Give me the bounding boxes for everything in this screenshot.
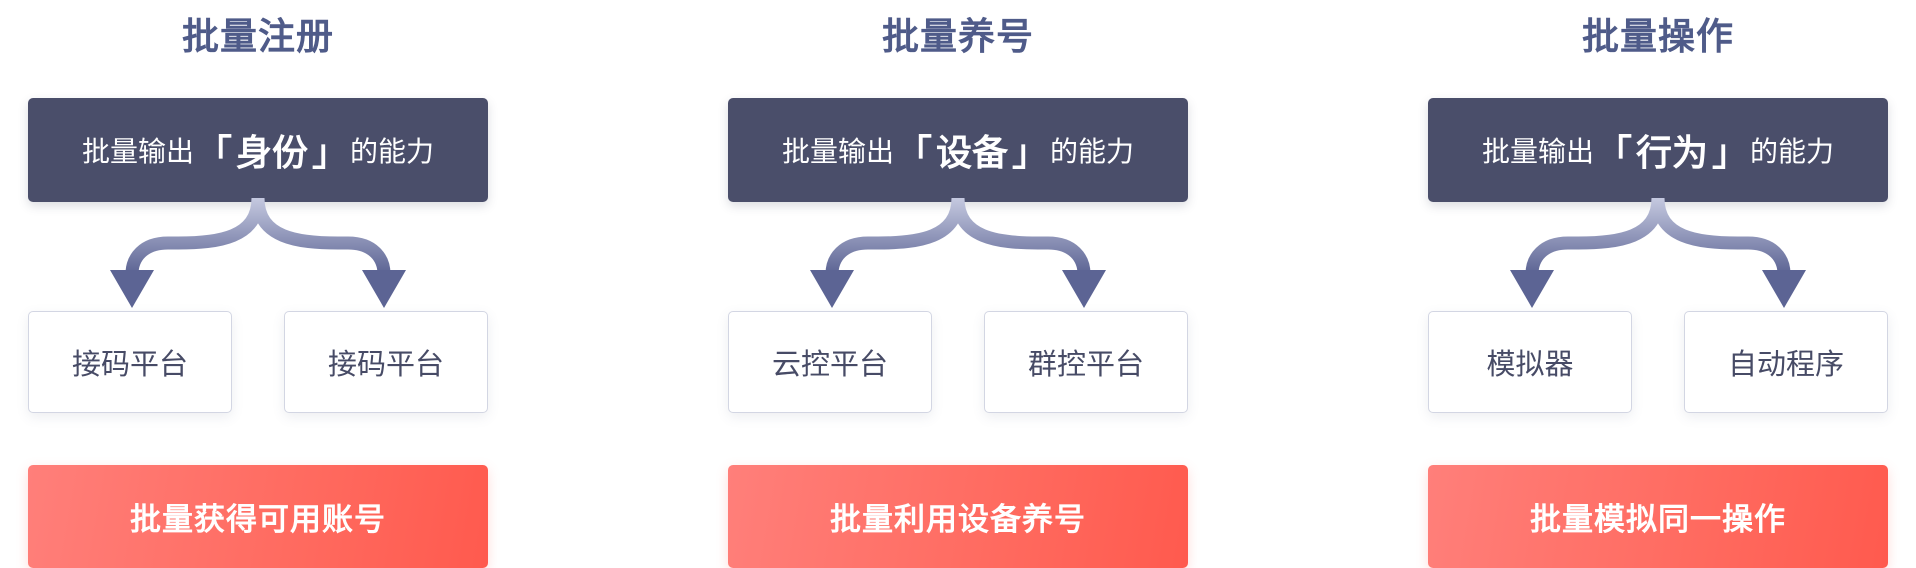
capability-box: 批量输出 「 身份 」 的能力 [28,98,488,202]
split-arrow-icon [810,198,1106,308]
capability-box: 批量输出 「 设备 」 的能力 [728,98,1188,202]
tool-box-right: 接码平台 [284,311,488,413]
result-box: 批量利用设备养号 [728,465,1188,568]
result-box: 批量获得可用账号 [28,465,488,568]
result-box: 批量模拟同一操作 [1428,465,1888,568]
capability-highlight: 行为 [1635,133,1708,174]
column-title: 批量操作 [1582,15,1734,58]
capability-prefix: 批量输出 [781,135,894,168]
capability-suffix: 的能力 [1050,135,1135,168]
column-batch-register: 批量注册 批量输出 「 身份 」 的能力 接码平台 接码平台 批量获得可用账号 [28,0,488,568]
capability-suffix: 的能力 [350,135,435,168]
capability-suffix: 的能力 [1750,135,1835,168]
open-bracket: 「 [1595,133,1632,174]
column-batch-operate: 批量操作 批量输出 「 行为 」 的能力 模拟器 自动程序 批量模拟同一操作 [1428,0,1888,568]
close-bracket: 」 [312,133,349,174]
open-bracket: 「 [195,133,232,174]
tool-box-left: 接码平台 [28,311,232,413]
capability-prefix: 批量输出 [81,135,194,168]
capability-box: 批量输出 「 行为 」 的能力 [1428,98,1888,202]
tool-box-left: 模拟器 [1428,311,1632,413]
capability-highlight: 身份 [235,133,308,174]
capability-highlight: 设备 [935,133,1008,174]
tool-box-right: 自动程序 [1684,311,1888,413]
close-bracket: 」 [1712,133,1749,174]
close-bracket: 」 [1012,133,1049,174]
open-bracket: 「 [895,133,932,174]
split-arrow-icon [110,198,406,308]
column-batch-nurture: 批量养号 批量输出 「 设备 」 的能力 云控平台 群控平台 批量利用设备养号 [728,0,1188,568]
split-arrow-icon [1510,198,1806,308]
capability-prefix: 批量输出 [1481,135,1594,168]
tool-box-left: 云控平台 [728,311,932,413]
column-title: 批量注册 [182,15,334,58]
tool-box-right: 群控平台 [984,311,1188,413]
column-title: 批量养号 [882,15,1034,58]
